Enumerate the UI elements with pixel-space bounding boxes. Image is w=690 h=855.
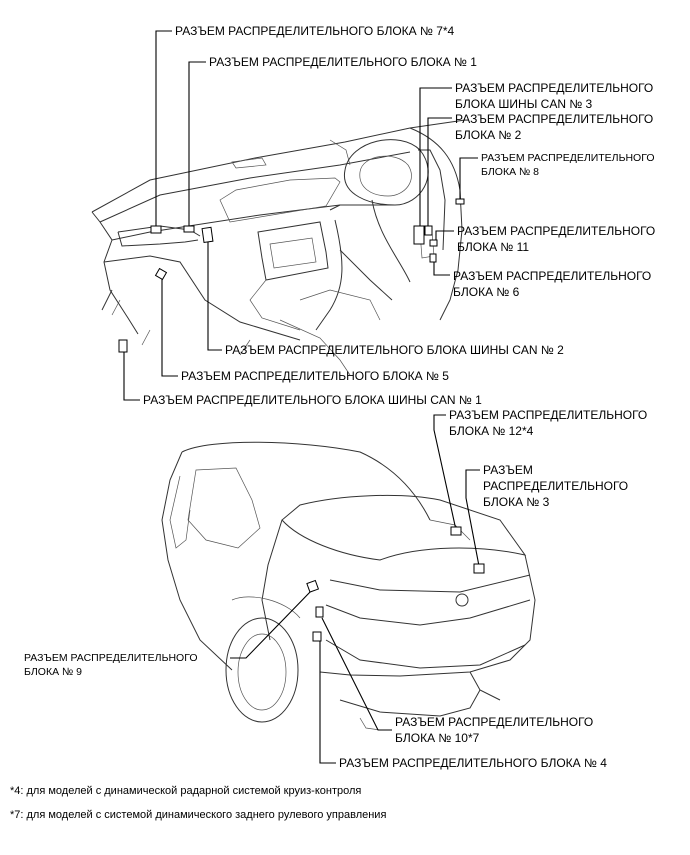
leader-lines (123, 30, 480, 764)
label-connector-11-line2: БЛОКА № 11 (457, 240, 530, 254)
label-connector-2-line2: БЛОКА № 2 (455, 128, 522, 142)
label-connector-1: РАЗЪЕМ РАСПРЕДЕЛИТЕЛЬНОГО БЛОКА № 1 (209, 55, 477, 69)
connector-8 (455, 198, 465, 205)
label-connector-11-line1: РАЗЪЕМ РАСПРЕДЕЛИТЕЛЬНОГО (457, 224, 656, 238)
label-connector-2-line1: РАЗЪЕМ РАСПРЕДЕЛИТЕЛЬНОГО (455, 112, 654, 126)
label-connector-can3-line2: БЛОКА ШИНЫ CAN № 3 (455, 97, 593, 111)
connector-can2 (201, 226, 214, 244)
connector-can3 (413, 225, 425, 245)
connector-11 (429, 239, 438, 247)
label-connector-6-line1: РАЗЪЕМ РАСПРЕДЕЛИТЕЛЬНОГО (453, 269, 652, 283)
car-rear-illustration (161, 441, 536, 731)
label-connector-can2: РАЗЪЕМ РАСПРЕДЕЛИТЕЛЬНОГО БЛОКА ШИНЫ CAN… (225, 343, 564, 357)
connector-6 (429, 253, 437, 263)
connector-10 (315, 606, 324, 618)
label-connector-9-line2: БЛОКА № 9 (24, 666, 83, 678)
connector-9 (306, 579, 320, 593)
label-connector-10-line2: БЛОКА № 10*7 (395, 731, 480, 745)
connector-5 (154, 267, 168, 281)
footnote-7: *7: для моделей с системой динамического… (10, 809, 387, 821)
label-connector-8-line2: БЛОКА № 8 (481, 166, 540, 178)
label-connector-can1: РАЗЪЕМ РАСПРЕДЕЛИТЕЛЬНОГО БЛОКА ШИНЫ CAN… (143, 393, 482, 407)
connector-3 (473, 563, 485, 574)
label-connector-6-line2: БЛОКА № 6 (453, 285, 520, 299)
label-connector-9-line1: РАЗЪЕМ РАСПРЕДЕЛИТЕЛЬНОГО (24, 652, 198, 664)
connector-1 (183, 225, 195, 233)
label-connector-3-line1: РАЗЪЕМ (483, 463, 533, 477)
label-connector-can3-line1: РАЗЪЕМ РАСПРЕДЕЛИТЕЛЬНОГО (455, 81, 654, 95)
dashboard-illustration (91, 119, 466, 376)
label-connector-8-line1: РАЗЪЕМ РАСПРЕДЕЛИТЕЛЬНОГО (481, 152, 655, 164)
label-connector-5: РАЗЪЕМ РАСПРЕДЕЛИТЕЛЬНОГО БЛОКА № 5 (181, 369, 449, 383)
label-connector-12-line2: БЛОКА № 12*4 (449, 424, 534, 438)
label-connector-12-line1: РАЗЪЕМ РАСПРЕДЕЛИТЕЛЬНОГО (449, 408, 648, 422)
footnote-4: *4: для моделей с динамической радарной … (10, 785, 362, 797)
label-connector-7: РАЗЪЕМ РАСПРЕДЕЛИТЕЛЬНОГО БЛОКА № 7*4 (175, 24, 455, 38)
label-connector-4: РАЗЪЕМ РАСПРЕДЕЛИТЕЛЬНОГО БЛОКА № 4 (339, 756, 607, 770)
connector-12 (450, 526, 462, 536)
label-connector-10-line1: РАЗЪЕМ РАСПРЕДЕЛИТЕЛЬНОГО (395, 715, 594, 729)
label-connector-3-line2: РАСПРЕДЕЛИТЕЛЬНОГО (483, 479, 629, 493)
connectors (118, 198, 485, 642)
label-connector-3-line3: БЛОКА № 3 (483, 495, 550, 509)
connector-can1 (118, 339, 128, 353)
connector-2 (424, 225, 433, 236)
connector-4 (312, 631, 322, 642)
connector-7 (150, 225, 162, 234)
